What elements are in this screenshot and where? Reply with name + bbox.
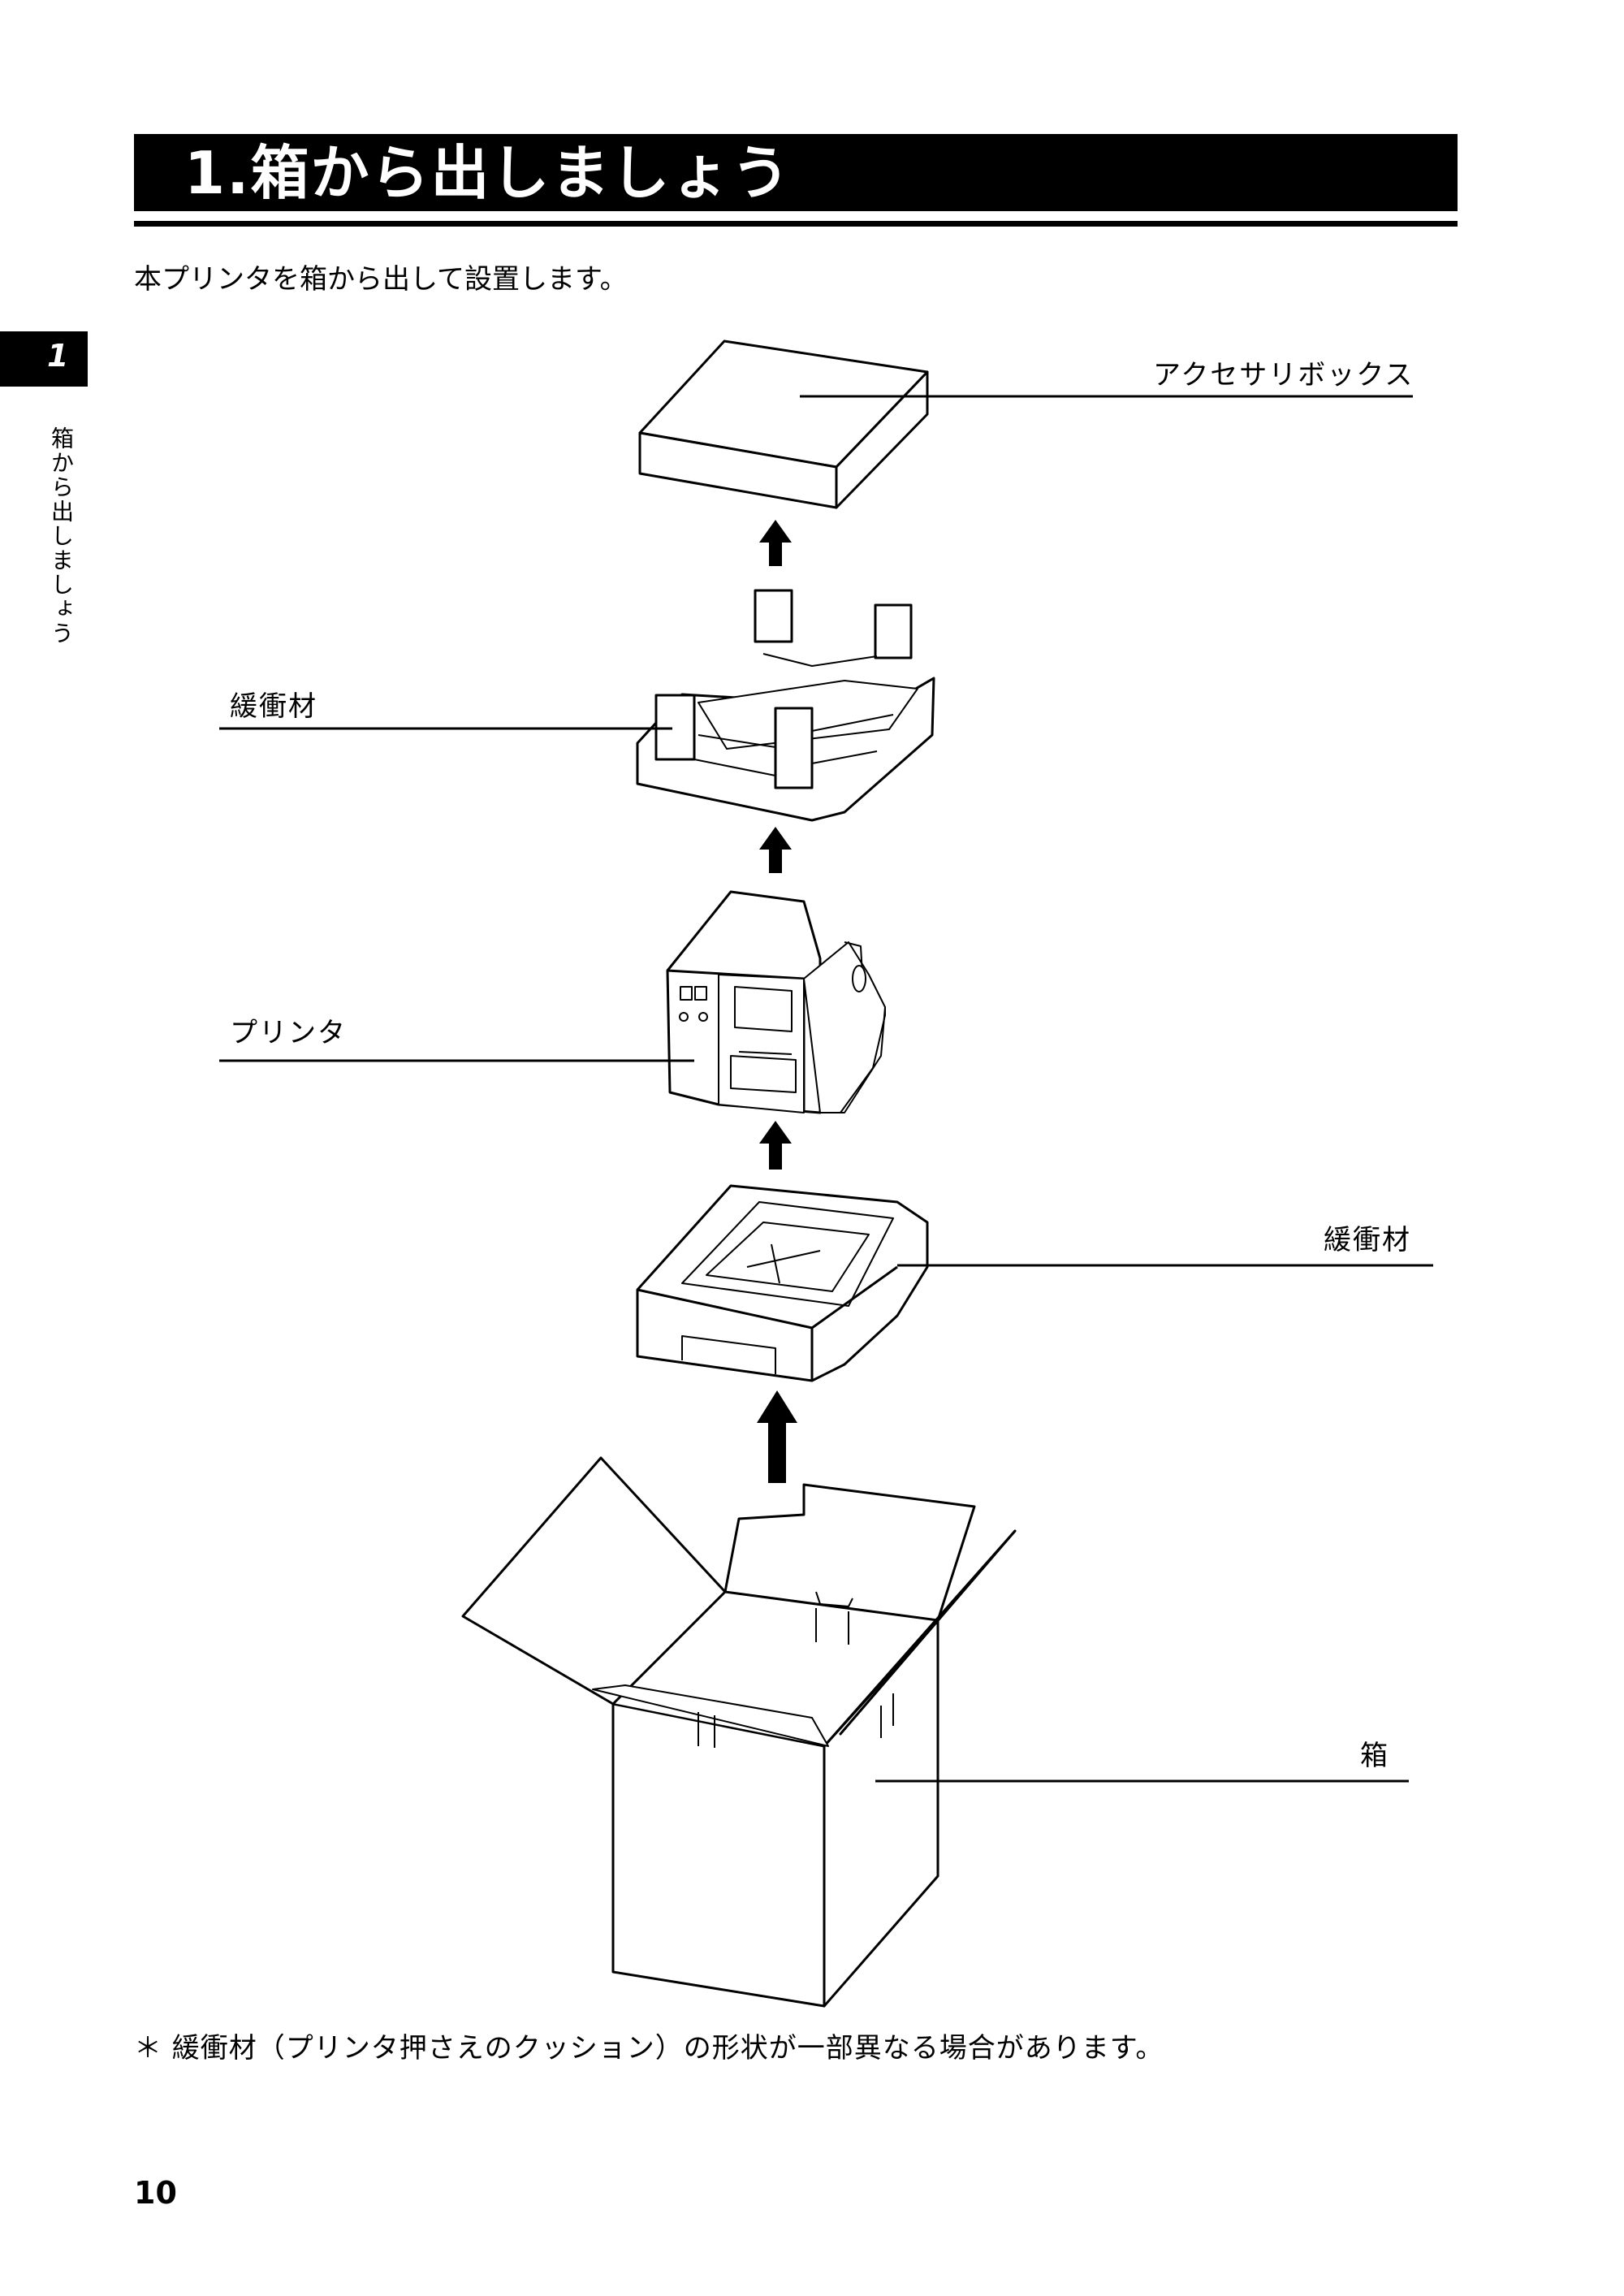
section-title: 1.箱から出しましょう (184, 139, 792, 207)
arrow-up-icon (759, 520, 792, 566)
label-printer: プリンタ (230, 1017, 347, 1049)
chapter-tab: 1 (0, 331, 88, 387)
title-underline (134, 221, 1458, 227)
top-cushion-illustration (636, 589, 935, 822)
arrow-up-icon (757, 1390, 797, 1483)
label-bottom-cushion: 緩衝材 (1324, 1224, 1411, 1256)
accessory-box-illustration (638, 339, 929, 509)
chapter-number: 1 (47, 338, 69, 374)
label-box: 箱 (1360, 1740, 1389, 1772)
cardboard-box-illustration (461, 1456, 1017, 2008)
intro-text: 本プリンタを箱から出して設置します。 (134, 263, 628, 296)
page-number: 10 (134, 2175, 177, 2211)
chapter-caption: 箱から出しましょう (48, 426, 75, 646)
label-accessory-box: アクセサリボックス (1153, 359, 1415, 391)
footnote: ＊ 緩衝材（プリンタ押さえのクッション）の形状が一部異なる場合があります。 (134, 2032, 1164, 2065)
section-title-bar: 1.箱から出しましょう (134, 134, 1458, 211)
arrow-up-icon (759, 1121, 792, 1170)
bottom-cushion-illustration (636, 1184, 929, 1382)
arrow-up-icon (759, 827, 792, 873)
printer-illustration (666, 890, 886, 1114)
label-top-cushion: 緩衝材 (230, 690, 317, 723)
